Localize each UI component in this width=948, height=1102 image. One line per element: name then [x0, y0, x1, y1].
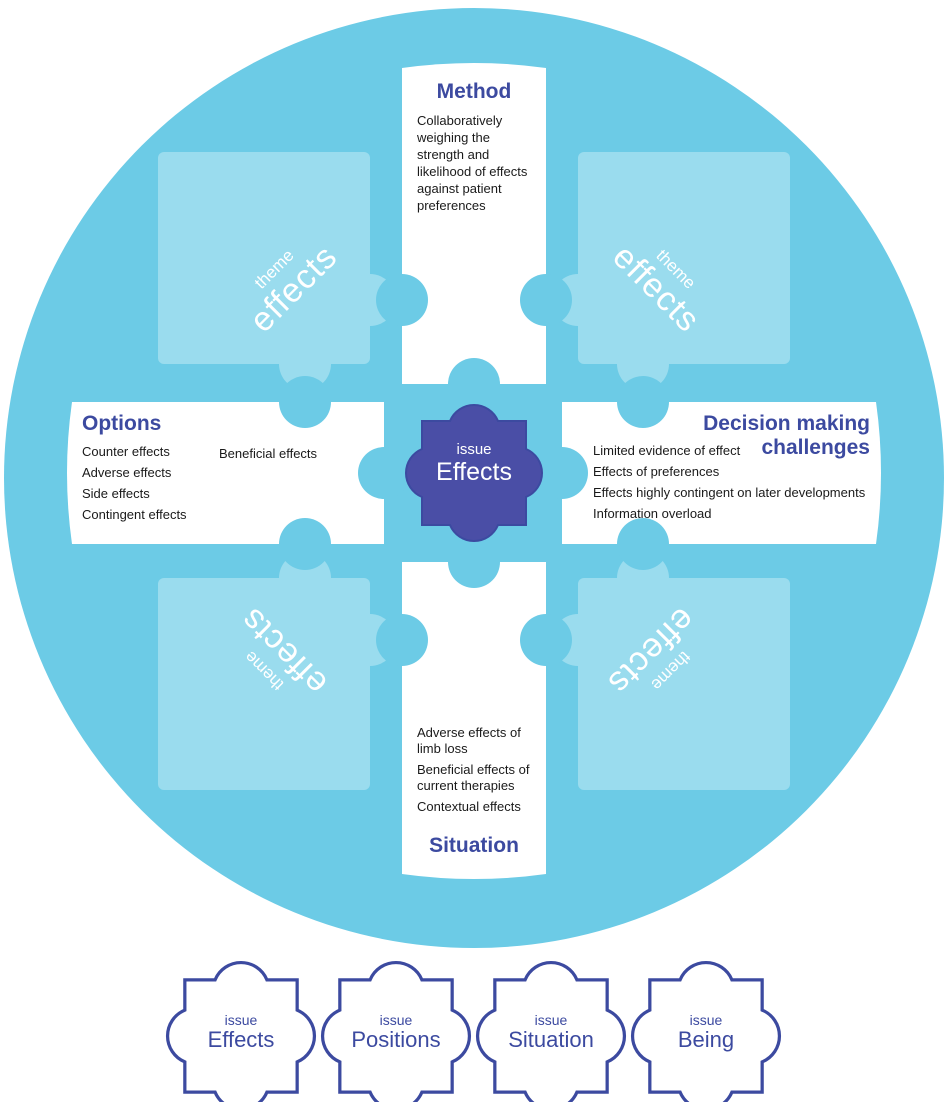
challenges-title-line1: Decision making	[703, 412, 870, 435]
challenges-panel	[536, 376, 881, 570]
situation-item: Beneficial effects of current therapies	[417, 762, 530, 793]
legend-issue-label: issue Being	[646, 1012, 766, 1052]
options-item: Counter effects	[82, 444, 170, 459]
method-title: Method	[436, 80, 512, 103]
challenges-item: Effects of preferences	[593, 464, 720, 479]
theme-piece-top-left	[158, 152, 396, 390]
challenges-item: Information overload	[593, 506, 712, 521]
legend-issue-big: Situation	[508, 1027, 594, 1052]
challenges-item: Effects highly contingent on later devel…	[593, 485, 866, 500]
legend-issue-small: issue	[224, 1012, 258, 1028]
situation-item: Adverse effects of limb loss	[417, 725, 521, 756]
options-item: Side effects	[82, 486, 150, 501]
legend-issue-big: Effects	[207, 1027, 275, 1052]
situation-item: Contextual effects	[417, 799, 521, 814]
center-issue-small: issue	[456, 441, 492, 458]
theme-piece-top-right	[552, 152, 790, 390]
options-list: Counter effects Adverse effects Side eff…	[82, 444, 222, 528]
challenges-list: Limited evidence of effect Effects of pr…	[593, 443, 883, 527]
legend-issue-label: issue Effects	[181, 1012, 301, 1052]
options-item: Contingent effects	[82, 507, 187, 522]
challenges-title: Decision making challenges	[600, 412, 870, 460]
legend-issue-big: Being	[677, 1027, 735, 1052]
options-side-item: Beneficial effects	[219, 446, 318, 461]
challenges-item: Limited evidence of effect	[593, 443, 741, 458]
legend-issue-big: Positions	[351, 1027, 441, 1052]
method-text: Collaboratively weighing the strength an…	[417, 113, 528, 213]
legend-issue-small: issue	[534, 1012, 568, 1028]
method-panel	[376, 63, 572, 410]
legend-issue-small: issue	[689, 1012, 723, 1028]
challenges-title-line2: challenges	[761, 436, 870, 459]
situation-title: Situation	[429, 834, 519, 857]
center-issue-label: issue Effects	[414, 441, 534, 487]
legend-issue-small: issue	[379, 1012, 413, 1028]
options-title: Options	[82, 412, 162, 435]
legend-issue-label: issue Positions	[336, 1012, 456, 1052]
options-item: Adverse effects	[82, 465, 172, 480]
center-issue-big: Effects	[436, 458, 512, 486]
options-panel	[67, 376, 410, 570]
legend-issue-label: issue Situation	[491, 1012, 611, 1052]
situation-list: Adverse effects of limb loss Beneficial …	[417, 725, 543, 820]
situation-panel	[376, 536, 572, 879]
